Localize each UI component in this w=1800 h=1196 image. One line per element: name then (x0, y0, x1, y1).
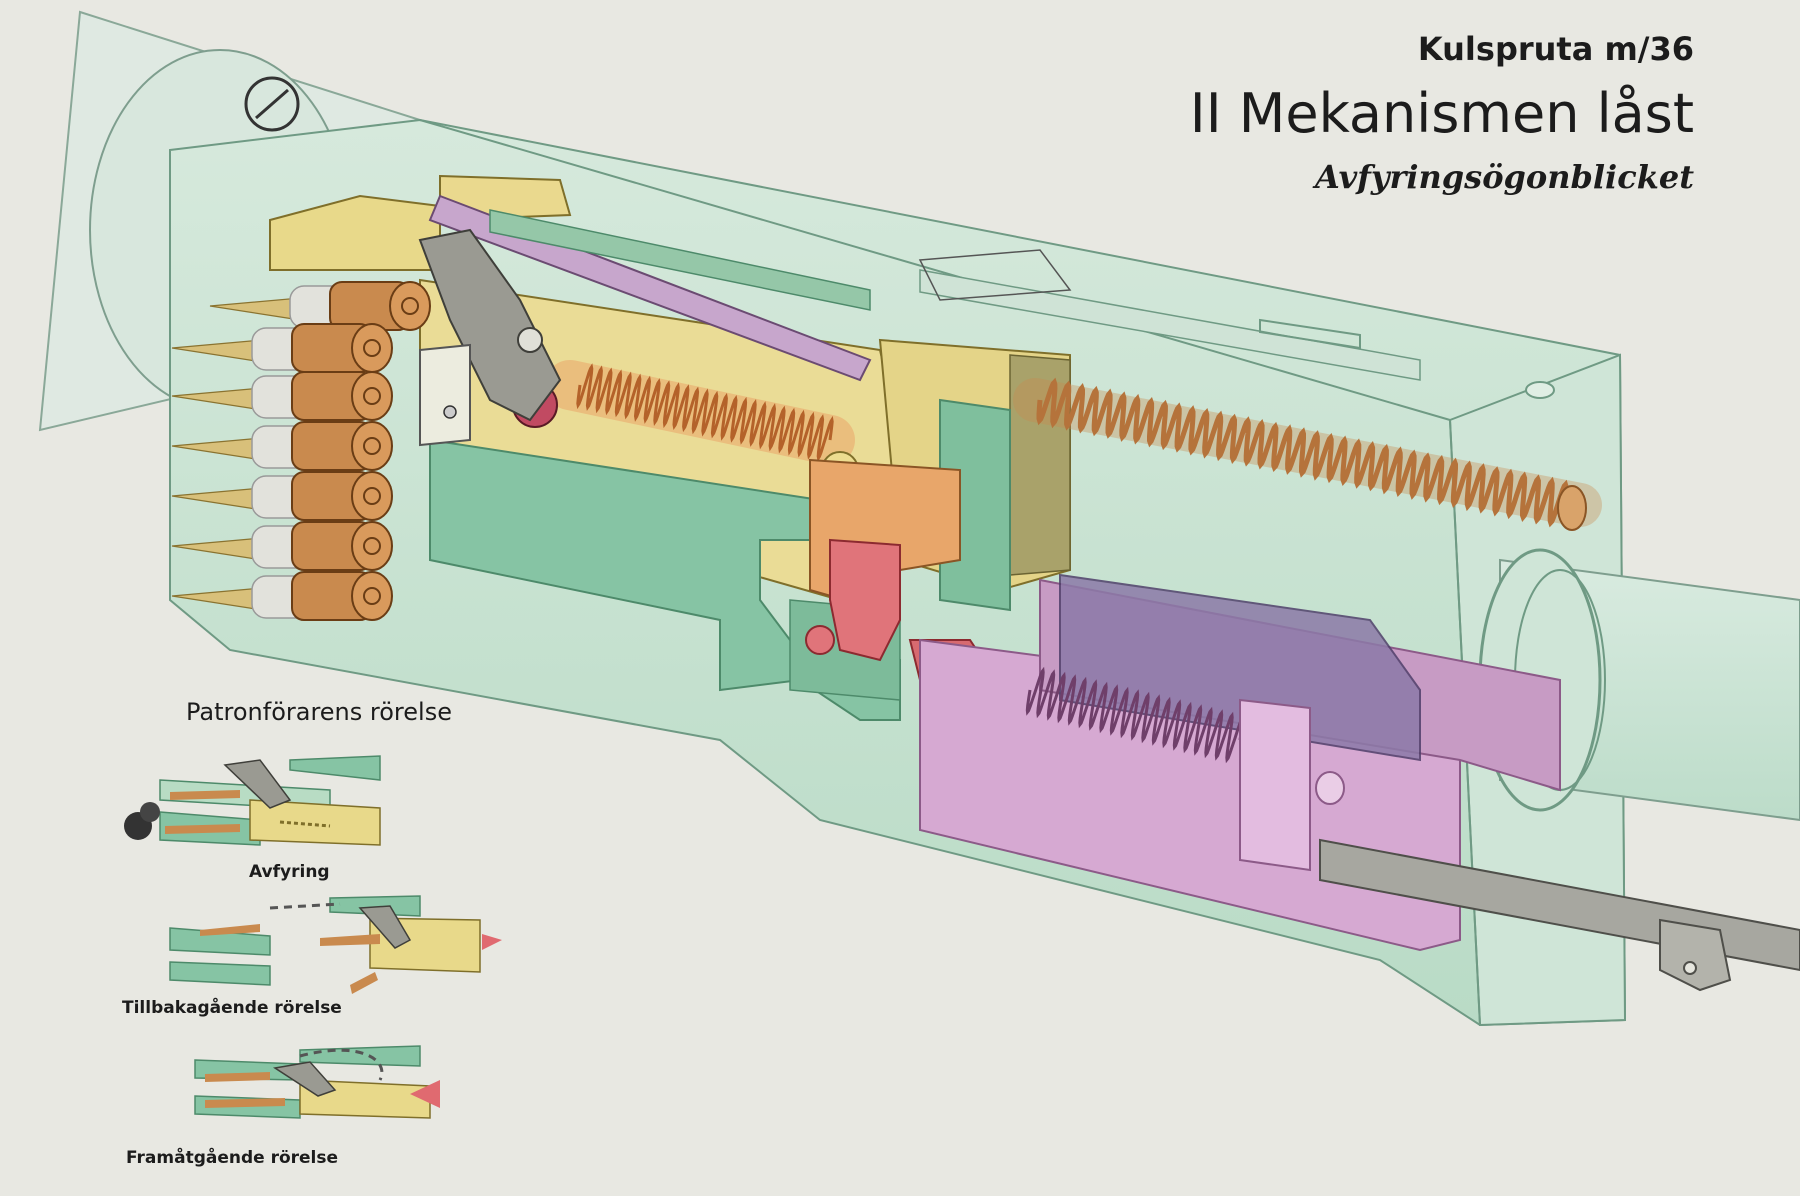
linkage-arm (418, 194, 1800, 992)
inset-heading: Patronförarens rörelse (186, 698, 452, 726)
inset-diagram-tillbaka (169, 895, 502, 994)
page-title: II Mekanismen låst (1189, 82, 1694, 145)
cartridge (209, 281, 431, 331)
inset-caption-tillbakagaende: Tillbakagående rörelse (122, 998, 342, 1018)
cartridge (171, 521, 393, 571)
top-rail (918, 249, 1555, 399)
cartridge (171, 323, 393, 373)
inset-diagram-avfyring (124, 755, 381, 846)
cartridge (171, 471, 393, 521)
cartridge (171, 421, 393, 471)
inset-caption-avfyring: Avfyring (249, 862, 330, 882)
cartridge (171, 571, 393, 621)
ammunition-belt (171, 281, 431, 621)
recoil-spring (1013, 377, 1602, 531)
cartridge (171, 371, 393, 421)
inset-caption-framatgaende: Framåtgående rörelse (126, 1148, 339, 1168)
page-subtitle: Avfyringsögonblicket (1315, 158, 1694, 196)
model-label: Kulspruta m/36 (1417, 30, 1694, 68)
inset-diagram-framat (194, 1045, 440, 1119)
feed-pawl (419, 343, 471, 447)
